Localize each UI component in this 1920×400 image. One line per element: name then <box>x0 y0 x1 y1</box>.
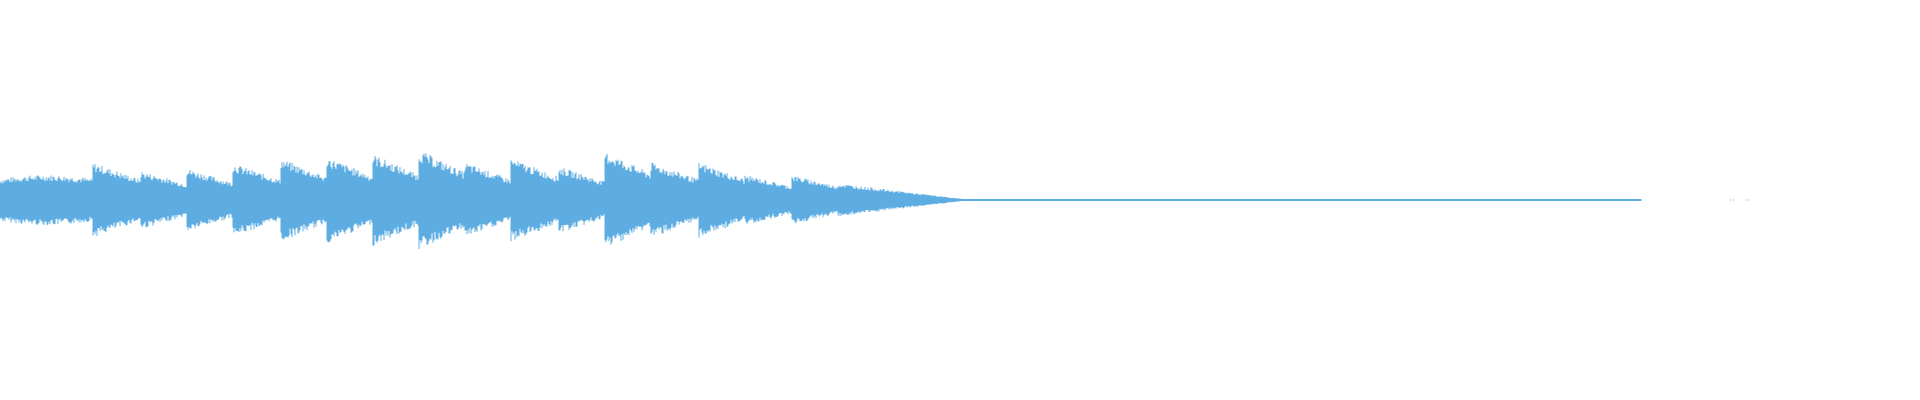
waveform-strokes <box>0 153 1752 249</box>
waveform-body <box>0 153 1642 249</box>
